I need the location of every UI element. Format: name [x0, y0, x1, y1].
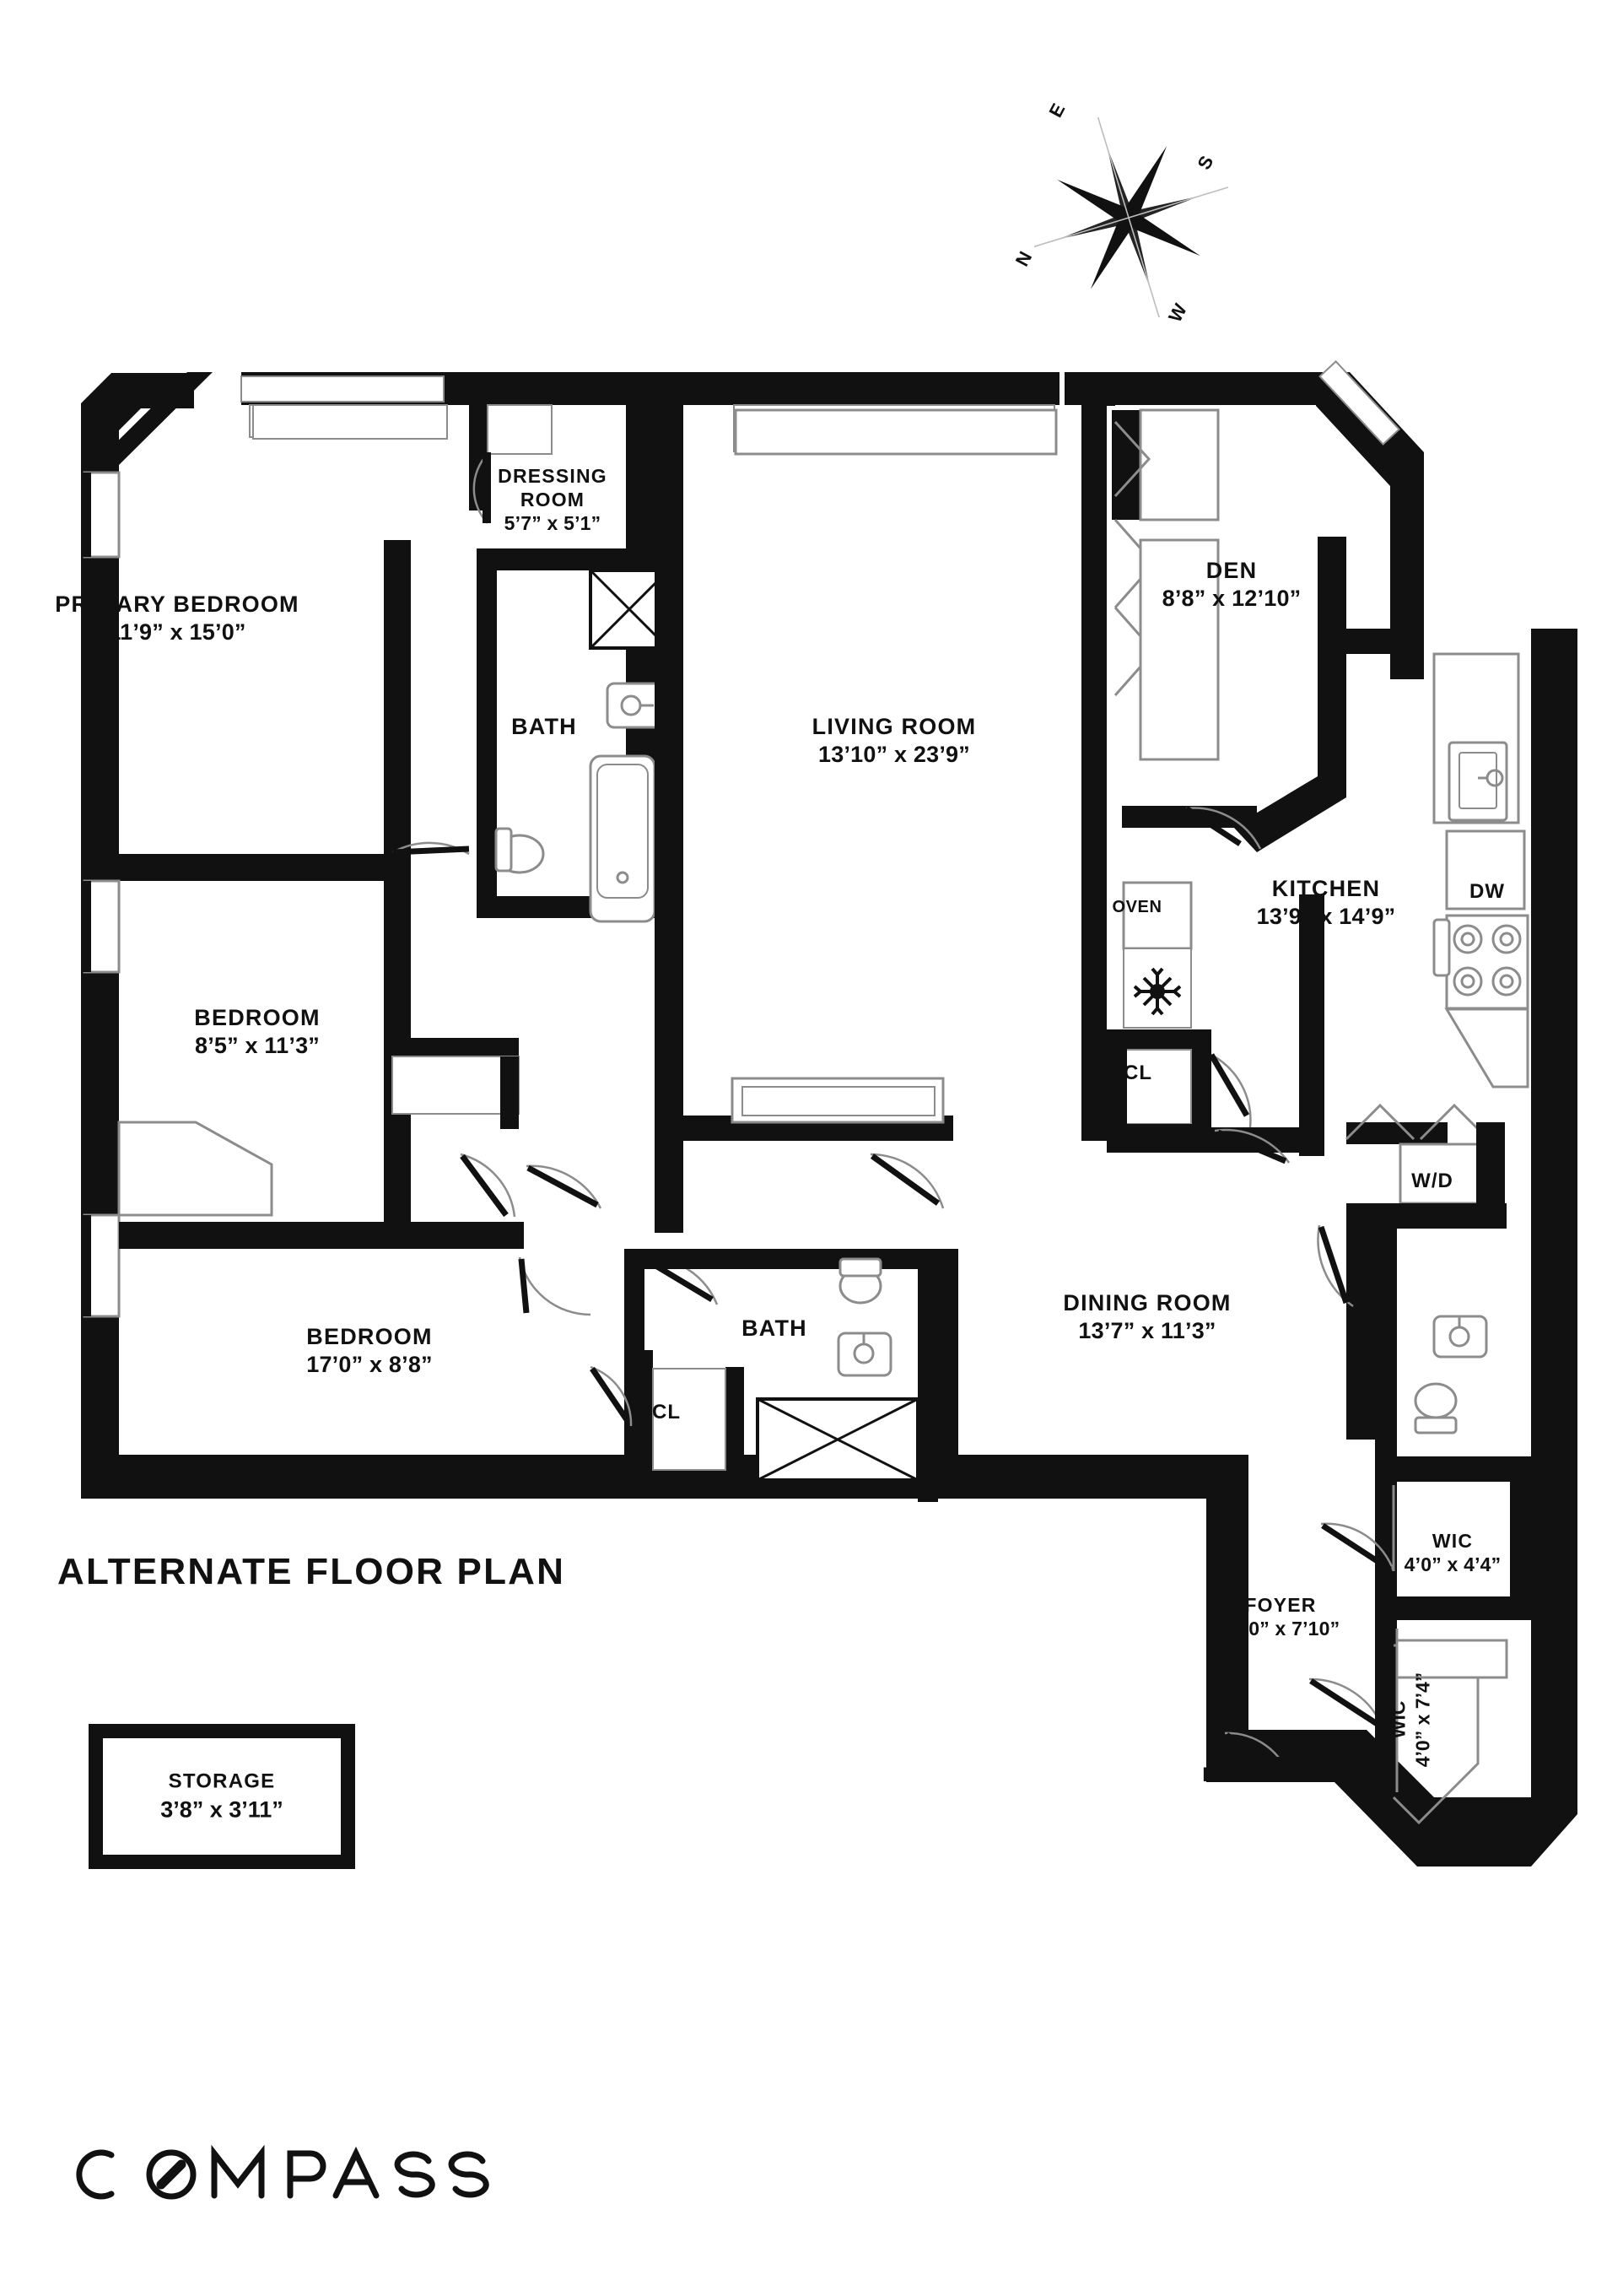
wall-dressing-south: [477, 548, 655, 570]
wall-den-closet: [1112, 410, 1140, 520]
wall-wic-upper-bottom: [1375, 1596, 1535, 1620]
wall-wd-bottom: [1346, 1203, 1507, 1229]
wall-foyer-west: [1206, 1483, 1232, 1780]
wall-dining-west: [938, 1249, 958, 1455]
wall-dining-south: [938, 1455, 1208, 1483]
wall-cl-kitchen-bottom: [1107, 1124, 1211, 1153]
wall-bed2-closet-east: [500, 1056, 519, 1129]
storage-dimensions: 3’8” x 3’11”: [160, 1796, 283, 1823]
wall-canted-nw: [89, 372, 213, 469]
wall-den-east: [1318, 537, 1346, 781]
storage-legend-box: STORAGE 3’8” x 3’11”: [89, 1724, 355, 1869]
wall-powder-west: [1375, 1229, 1397, 1456]
wall-entry-bottom: [1206, 1757, 1341, 1782]
compass-slashed-o-icon: [76, 2144, 489, 2200]
wall-east-upper: [1390, 629, 1424, 679]
freezer-icon: [1133, 967, 1182, 1016]
compass-rose: E S N W: [1011, 100, 1230, 326]
wall-wd-top: [1346, 1122, 1448, 1144]
wall-bed2-south: [119, 1222, 524, 1249]
wall-north-right: [680, 372, 1060, 405]
appliance-dishwasher-box: [1445, 829, 1526, 910]
wall-kitchen-north: [1318, 629, 1390, 654]
wall-hallbath-east: [918, 1249, 938, 1502]
wall-foyer-east: [1375, 1571, 1397, 1622]
wall-living-west: [655, 372, 683, 963]
wall-hall-cl-left: [633, 1350, 653, 1488]
wall-hallbath-north: [644, 1249, 938, 1269]
wall-bed2-closet: [384, 1038, 519, 1056]
page-title: ALTERNATE FLOOR PLAN: [57, 1551, 566, 1592]
wall-kitchen-island: [1299, 894, 1324, 1156]
appliance-wd-box: [1399, 1143, 1490, 1205]
wall-primary-south: [119, 854, 402, 881]
wall-living-east: [1081, 405, 1107, 601]
wall-den-angled: [1233, 776, 1346, 852]
wall-ne-vertical: [1390, 473, 1424, 650]
wall-living-east-lower: [1081, 601, 1107, 1141]
storage-label: STORAGE: [168, 1769, 276, 1793]
door-dressing: [472, 453, 488, 524]
walls-group: [81, 359, 1577, 1867]
wall-hallbath-west: [624, 1249, 644, 1350]
wall-primary-east: [384, 540, 411, 881]
wall-powder-south: [1375, 1456, 1535, 1482]
wall-dining-east: [1346, 1229, 1375, 1440]
wall-hall-cl-right: [725, 1367, 744, 1485]
wall-bath-west: [477, 568, 497, 918]
wall-wic-lower-left: [1375, 1622, 1397, 1789]
exterior-wall-outline: [81, 373, 1577, 1867]
wall-wic-upper-right: [1510, 1482, 1532, 1617]
wall-dressing-east: [626, 372, 655, 568]
wall-hall-cl-top: [1107, 1029, 1127, 1127]
brand-logo: COMPASS: [59, 2137, 565, 2212]
wall-bed3-south: [119, 1455, 642, 1483]
wall-living-west-lower: [655, 963, 683, 1233]
appliance-oven-box: [1122, 881, 1193, 950]
compass-rose-icon: [1027, 116, 1230, 319]
wall-den-north: [1081, 372, 1115, 406]
wall-cl-kitchen-right: [1191, 1050, 1211, 1126]
